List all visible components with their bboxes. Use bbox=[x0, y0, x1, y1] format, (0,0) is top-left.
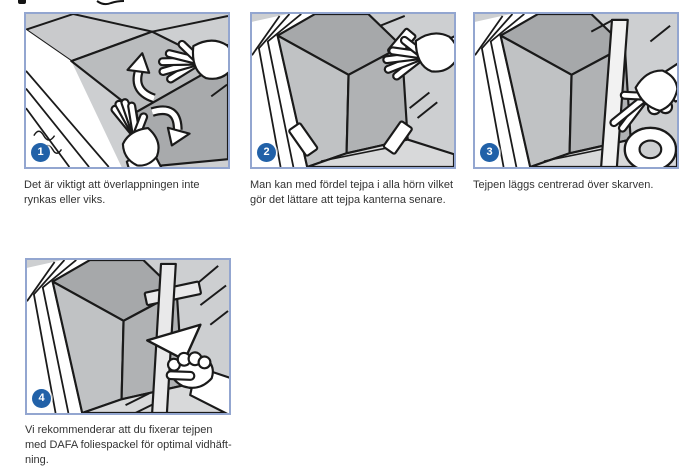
step-panel-3: 3 bbox=[473, 12, 679, 169]
illustration-step-2 bbox=[252, 14, 454, 167]
tape-strip bbox=[600, 18, 629, 167]
hand-icon bbox=[157, 34, 228, 84]
step-panel-2: 2 bbox=[250, 12, 456, 169]
step-number-badge: 3 bbox=[480, 143, 499, 162]
window-frame bbox=[252, 14, 316, 167]
hand-icon bbox=[609, 53, 677, 133]
step-number-badge: 2 bbox=[257, 143, 276, 162]
hand-icon bbox=[382, 24, 454, 81]
step-panel-4: 4 bbox=[25, 258, 231, 415]
sill bbox=[306, 138, 454, 167]
caption-line: Man kan med fördel tejpa i alla hörn vil… bbox=[250, 179, 453, 191]
caption-line: med DAFA foliespackel för optimal vidhäf… bbox=[25, 439, 232, 451]
illustration-step-1 bbox=[26, 14, 228, 167]
step-number-badge: 1 bbox=[31, 143, 50, 162]
caption-line: Vi rekommenderar att du fixerar tejpen bbox=[25, 424, 213, 436]
window-frame bbox=[26, 29, 122, 167]
hand-icon bbox=[110, 98, 171, 167]
step-number-badge: 4 bbox=[32, 389, 51, 408]
illustration-step-4 bbox=[27, 260, 229, 413]
tape-roll-icon bbox=[623, 126, 677, 167]
caption-line: gör det lättare att tejpa kanterna senar… bbox=[250, 194, 446, 206]
arrow-up-icon bbox=[126, 52, 156, 103]
caption-line: rynkas eller viks. bbox=[24, 194, 106, 206]
step-caption-1: Det är viktigt att överlappningen inte r… bbox=[24, 178, 230, 208]
arrow-right-icon bbox=[150, 105, 191, 147]
step-panel-1: 1 bbox=[24, 12, 230, 169]
spatula-icon bbox=[146, 323, 202, 362]
caption-line: Det är viktigt att överlappningen inte bbox=[24, 179, 200, 191]
window-frame bbox=[27, 260, 91, 413]
speed-lines bbox=[379, 15, 438, 119]
illustration-step-3 bbox=[475, 14, 677, 167]
window-frame bbox=[475, 14, 539, 167]
caption-line: Tejpen läggs centrerad över skarven. bbox=[473, 179, 654, 191]
speed-lines bbox=[590, 19, 671, 43]
step-caption-3: Tejpen läggs centrerad över skarven. bbox=[473, 178, 691, 193]
caption-line: ning. bbox=[25, 454, 49, 466]
cropped-text-artifact bbox=[18, 0, 26, 4]
step-caption-4: Vi rekommenderar att du fixerar tejpen m… bbox=[25, 423, 243, 466]
window-frame-lines bbox=[26, 70, 110, 167]
step-caption-2: Man kan med fördel tejpa i alla hörn vil… bbox=[250, 178, 468, 208]
cropped-text-artifact bbox=[96, 0, 125, 6]
hand-icon bbox=[165, 351, 229, 413]
